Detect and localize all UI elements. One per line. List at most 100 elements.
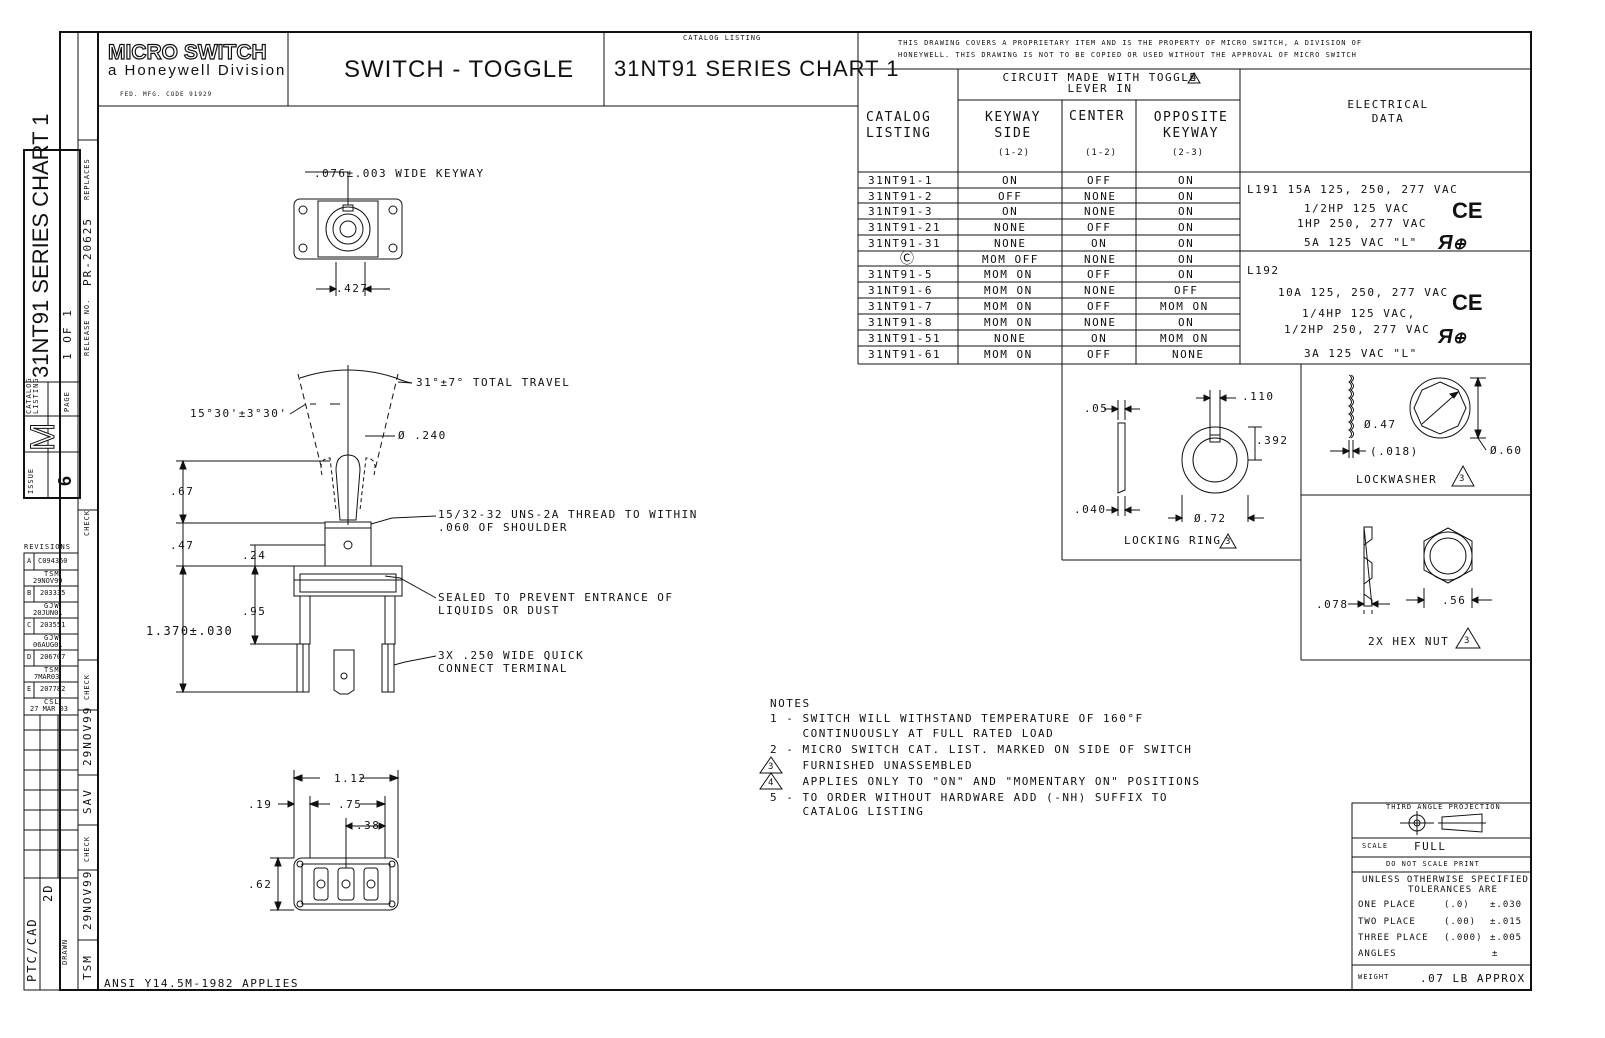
col-keyway-sub: (1-2) <box>998 148 1031 158</box>
dim-75: .75 <box>338 798 363 811</box>
note-4-triangle-label: 4 <box>768 778 775 788</box>
tolerance-heading-2: TOLERANCES ARE <box>1408 885 1498 895</box>
electrical-data-l191: 5A 125 VAC "L" <box>1304 236 1418 249</box>
table-cell-keyway: ON <box>1002 174 1019 187</box>
side-replaces-label: REPLACES <box>83 158 91 200</box>
table-cell-catalog: 31NT91-21 <box>868 221 942 234</box>
revision-letter: D <box>27 653 33 661</box>
side-ptc: PTC/CAD <box>25 917 39 982</box>
table-cell-opposite: OFF <box>1174 284 1199 297</box>
table-cell-opposite: ON <box>1178 316 1195 329</box>
table-cell-keyway: MOM OFF <box>982 253 1039 266</box>
logo-wordmark: MICRO SWITCH <box>107 41 267 64</box>
table-cell-center: OFF <box>1087 174 1112 187</box>
do-not-scale: DO NOT SCALE PRINT <box>1386 860 1480 868</box>
note-line: 2 - MICRO SWITCH CAT. LIST. MARKED ON SI… <box>770 743 1193 756</box>
table-cell-catalog: 31NT91-5 <box>868 268 933 281</box>
table-cell-opposite: ON <box>1178 174 1195 187</box>
side-check-label-2: CHECK <box>83 673 91 700</box>
table-cell-keyway: NONE <box>994 237 1027 250</box>
note-line: CONTINUOUSLY AT FULL RATED LOAD <box>770 727 1055 740</box>
tol-angles-tol: ± <box>1492 949 1499 959</box>
note-line: APPLIES ONLY TO "ON" AND "MOMENTARY ON" … <box>770 775 1201 788</box>
tol-two-place: TWO PLACE <box>1358 917 1416 927</box>
ring-dim-72: Ø.72 <box>1194 512 1227 525</box>
table-cell-keyway: NONE <box>994 221 1027 234</box>
table-cell-keyway: NONE <box>994 332 1027 345</box>
side-page-label: PAGE <box>63 391 71 412</box>
table-cell-opposite: ON <box>1178 190 1195 203</box>
lockwasher-label: LOCKWASHER <box>1356 473 1438 486</box>
note-3-triangle-label: 3 <box>1459 474 1466 484</box>
electrical-data-l192: L192 <box>1247 264 1280 277</box>
tol-angles: ANGLES <box>1358 949 1397 959</box>
electrical-data-l191: L191 15A 125, 250, 277 VAC <box>1247 183 1459 196</box>
dim-lever-diameter: Ø .240 <box>398 429 447 442</box>
table-cell-center: OFF <box>1087 348 1112 361</box>
col-opposite-keyway: OPPOSITE KEYWAY <box>1153 110 1229 141</box>
side-date-1: 29NOV99 <box>81 705 94 766</box>
dim-24: .24 <box>242 549 267 562</box>
scale-value: FULL <box>1414 840 1447 853</box>
electrical-data-l192: 10A 125, 250, 277 VAC <box>1278 286 1449 299</box>
notes-title: NOTES <box>770 697 811 710</box>
table-cell-catalog: 31NT91-31 <box>868 237 942 250</box>
revision-number: 203335 <box>40 589 66 597</box>
callout-thread-2: .060 OF SHOULDER <box>438 521 568 534</box>
callout-sealed-1: SEALED TO PREVENT ENTRANCE OF <box>438 591 674 604</box>
side-sav: SAV <box>81 788 94 814</box>
side-catalog-label: CATALOG LISTING <box>25 377 40 414</box>
revision-number: 206707 <box>40 653 66 661</box>
revision-date: 20JUN01 <box>33 609 63 617</box>
table-cell-center: NONE <box>1084 316 1117 329</box>
ring-dim-110: .110 <box>1242 390 1275 403</box>
electrical-data-l191: 1/2HP 125 VAC <box>1304 202 1410 215</box>
electrical-data-l192: 3A 125 VAC "L" <box>1304 347 1418 360</box>
dim-95: .95 <box>242 605 267 618</box>
table-cell-catalog: Ⓒ <box>900 251 916 267</box>
table-cell-opposite: ON <box>1178 237 1195 250</box>
side-page: 1 OF 1 <box>61 308 74 360</box>
revision-number: 203551 <box>40 621 66 629</box>
table-cell-center: OFF <box>1087 268 1112 281</box>
revision-date: 29NOV99 <box>33 577 63 585</box>
note-line: FURNISHED UNASSEMBLED <box>770 759 974 772</box>
table-cell-opposite: ON <box>1178 253 1195 266</box>
dim-47: .47 <box>170 539 195 552</box>
side-check-label: CHECK <box>83 509 91 536</box>
note-line: CATALOG LISTING <box>770 805 925 818</box>
catalog-listing-label: CATALOG LISTING <box>683 34 762 42</box>
fed-code: FED. MFG. CODE 91929 <box>120 91 213 98</box>
note-line: 1 - SWITCH WILL WITHSTAND TEMPERATURE OF… <box>770 712 1144 725</box>
electrical-data-l192: 1/2HP 250, 277 VAC <box>1284 323 1431 336</box>
electrical-data-l191: 1HP 250, 277 VAC <box>1297 217 1427 230</box>
side-drawn-label: DRAWN <box>61 938 69 965</box>
side-issue: 6 <box>55 475 75 486</box>
callout-terminal-2: CONNECT TERMINAL <box>438 662 568 675</box>
ring-dim-040: .040 <box>1074 503 1107 516</box>
side-issue-label: ISSUE <box>27 467 35 494</box>
nut-dim-078: .078 <box>1316 598 1349 611</box>
ul-recognized-icon: Я⊕ <box>1438 232 1466 254</box>
revision-date: 27 MAR 03 <box>30 705 68 713</box>
logo-division: a Honeywell Division <box>108 62 287 79</box>
table-cell-keyway: MOM ON <box>984 316 1033 329</box>
table-cell-catalog: 31NT91-61 <box>868 348 942 361</box>
lockwasher-dim-47: Ø.47 <box>1364 418 1397 431</box>
note-3-triangle-label: 3 <box>1464 636 1471 646</box>
table-cell-opposite: MOM ON <box>1160 300 1209 313</box>
tolerance-heading-1: UNLESS OTHERWISE SPECIFIED <box>1362 875 1529 885</box>
revision-by: GJW <box>44 602 60 610</box>
note-4-triangle-label: 4 <box>1191 73 1198 83</box>
callout-thread-1: 15/32-32 UNS-2A THREAD TO WITHIN <box>438 508 698 521</box>
table-cell-center: ON <box>1091 332 1108 345</box>
weight-label: WEIGHT <box>1358 973 1390 981</box>
dim-lever-angle: 15°30'±3°30' <box>190 407 288 420</box>
dim-1370: 1.370±.030 <box>146 624 234 638</box>
dim-keyway: .076±.003 WIDE KEYWAY <box>314 167 485 180</box>
table-cell-keyway: MOM ON <box>984 300 1033 313</box>
table-cell-opposite: ON <box>1178 205 1195 218</box>
table-cell-center: OFF <box>1087 221 1112 234</box>
note-line: 5 - TO ORDER WITHOUT HARDWARE ADD (-NH) … <box>770 791 1169 804</box>
